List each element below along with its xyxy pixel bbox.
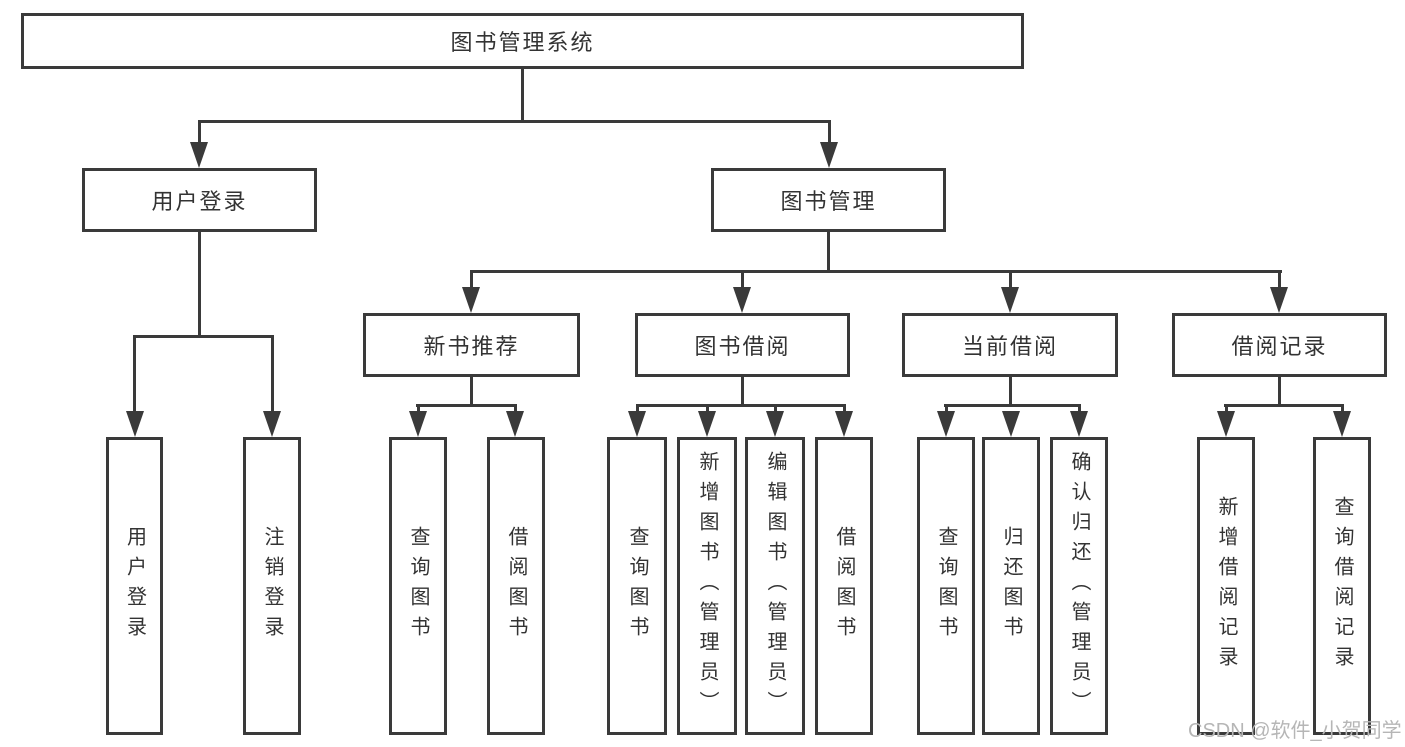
node-current-borrowing: 当前借阅	[902, 313, 1118, 377]
arrowhead-down	[462, 287, 480, 313]
leaf-borrow-books: 借阅图书	[815, 437, 873, 735]
connector	[133, 335, 136, 413]
connector	[417, 404, 420, 414]
connector	[198, 120, 201, 146]
connector	[198, 232, 201, 338]
connector	[1009, 377, 1012, 407]
connector	[741, 377, 744, 407]
arrowhead-down	[506, 411, 524, 437]
arrowhead-down	[766, 411, 784, 437]
connector	[944, 404, 1081, 407]
csdn-watermark: CSDN @软件_小贺同学	[1188, 720, 1402, 742]
leaf-borrow-books-recommend: 借阅图书	[487, 437, 545, 735]
arrowhead-down	[409, 411, 427, 437]
connector	[827, 232, 830, 273]
arrowhead-down	[628, 411, 646, 437]
leaf-label: 注销登录	[261, 526, 283, 646]
leaf-label: 查询借阅记录	[1331, 496, 1353, 676]
leaf-query-books-recommend: 查询图书	[389, 437, 447, 735]
leaf-label: 查询图书	[407, 526, 429, 646]
arrowhead-down	[190, 142, 208, 168]
connector	[1225, 404, 1228, 414]
arrowhead-down	[126, 411, 144, 437]
node-book-borrowing: 图书借阅	[635, 313, 850, 377]
connector	[1009, 270, 1012, 289]
connector	[1341, 404, 1344, 414]
leaf-add-borrow-record: 新增借阅记录	[1197, 437, 1255, 735]
arrowhead-down	[1070, 411, 1088, 437]
arrowhead-down	[733, 287, 751, 313]
connector	[470, 377, 473, 407]
leaf-confirm-return-admin: 确认归还（管理员）	[1050, 437, 1108, 735]
leaf-label: 查询图书	[626, 526, 648, 646]
leaf-label: 用户登录	[123, 526, 146, 646]
arrowhead-down	[1270, 287, 1288, 313]
arrowhead-down	[835, 411, 853, 437]
arrowhead-down	[698, 411, 716, 437]
connector	[1224, 404, 1344, 407]
leaf-label: 确认归还（管理员）	[1068, 451, 1090, 721]
connector	[521, 69, 524, 123]
connector	[706, 404, 709, 414]
leaf-label: 借阅图书	[833, 526, 855, 646]
leaf-label: 新增借阅记录	[1215, 496, 1237, 676]
leaf-user-login: 用户登录	[106, 437, 163, 735]
node-book-management: 图书管理	[711, 168, 946, 232]
leaf-query-books-current: 查询图书	[917, 437, 975, 735]
node-borrowing-records: 借阅记录	[1172, 313, 1387, 377]
connector	[741, 270, 744, 289]
connector	[1278, 377, 1281, 407]
connector	[198, 120, 831, 123]
connector	[470, 270, 1282, 273]
arrowhead-down	[937, 411, 955, 437]
node-new-book-recommend: 新书推荐	[363, 313, 580, 377]
connector	[1078, 404, 1081, 414]
connector	[945, 404, 948, 414]
connector	[636, 404, 639, 414]
arrowhead-down	[1217, 411, 1235, 437]
connector	[514, 404, 517, 414]
leaf-logout: 注销登录	[243, 437, 301, 735]
connector	[828, 120, 831, 146]
connector	[133, 335, 274, 338]
arrowhead-down	[1002, 411, 1020, 437]
connector	[636, 404, 846, 407]
connector	[416, 404, 517, 407]
connector	[470, 270, 473, 289]
arrowhead-down	[263, 411, 281, 437]
leaf-query-books-borrowing: 查询图书	[607, 437, 667, 735]
leaf-query-borrow-record: 查询借阅记录	[1313, 437, 1371, 735]
leaf-label: 编辑图书（管理员）	[764, 451, 786, 721]
connector	[843, 404, 846, 414]
connector	[271, 335, 274, 413]
node-library-system: 图书管理系统	[21, 13, 1024, 69]
leaf-label: 借阅图书	[505, 526, 527, 646]
leaf-label: 归还图书	[1000, 526, 1022, 646]
leaf-label: 查询图书	[935, 526, 957, 646]
leaf-return-books: 归还图书	[982, 437, 1040, 735]
connector	[774, 404, 777, 414]
node-user-login: 用户登录	[82, 168, 317, 232]
arrowhead-down	[820, 142, 838, 168]
connector	[1278, 270, 1281, 289]
arrowhead-down	[1001, 287, 1019, 313]
arrowhead-down	[1333, 411, 1351, 437]
leaf-add-books-admin: 新增图书（管理员）	[677, 437, 737, 735]
leaf-label: 新增图书（管理员）	[696, 451, 718, 721]
leaf-edit-books-admin: 编辑图书（管理员）	[745, 437, 805, 735]
